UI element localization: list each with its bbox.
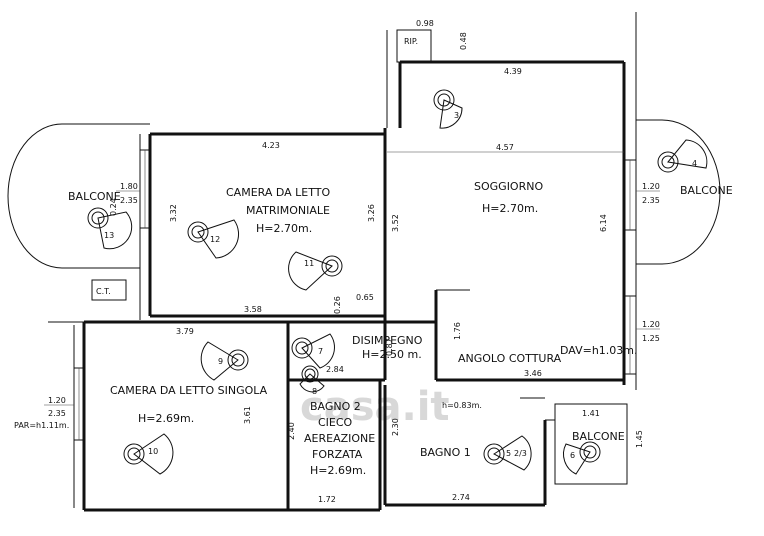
dim-sing-win-1: 1.20 [48,396,66,405]
room-labels: RIP. SOGGIORNO H=2.70m. CAMERA DA LETTO … [14,37,733,477]
dim-b1-bottom: 2.74 [452,493,470,502]
marker-6-label: 6 [570,451,575,460]
label-balcone-left: BALCONE [68,190,121,203]
dim-matr-win-1: 1.80 [120,182,138,191]
windows [73,149,637,441]
label-camera-singola-h: H=2.69m. [138,412,194,425]
label-disimpegno-h: H=2.50 m. [362,348,422,361]
dim-sing-win-2: 2.35 [48,409,66,418]
marker-11-label: 11 [304,259,314,268]
dim-cook-win-2: 1.25 [642,334,660,343]
viewpoint-marker-4[interactable]: 4 [657,139,708,173]
dim-sogg-win-2: 2.35 [642,196,660,205]
viewpoint-marker-5[interactable]: 5 2/3 [483,435,532,471]
watermark: casa.it [300,384,450,430]
viewpoint-marker-9[interactable]: 9 [200,341,249,381]
label-balcone-right: BALCONE [680,184,733,197]
dim-sing-side: 3.61 [243,406,252,424]
dim-small-1: 0.24 [109,198,118,216]
viewpoint-marker-10[interactable]: 10 [123,433,174,475]
dim-dis-b: 0.65 [356,293,374,302]
label-disimpegno: DISIMPEGNO [352,334,423,347]
dim-b1-side: 2.30 [391,418,400,436]
dim-matr-side-r: 3.26 [367,204,376,222]
dim-sogg-mid: 4.57 [496,143,514,152]
marker-13-label: 13 [104,231,114,240]
dim-sing-top: 3.79 [176,327,194,336]
dim-cook-win-1: 1.20 [642,320,660,329]
dim-rip-h: 0.48 [459,32,468,50]
marker-4-label: 4 [692,159,697,168]
marker-5-label: 5 [506,449,511,458]
marker-7-label: 7 [318,347,323,356]
label-angolo-cottura: ANGOLO COTTURA [458,352,562,365]
dim-b2-side: 2.40 [287,422,296,440]
label-bagno2-2: CIECO [318,416,353,429]
dim-dis-a: 0.26 [333,296,342,314]
dim-matr-bottom: 3.58 [244,305,262,314]
dim-matr-win-2: 2.35 [120,196,138,205]
label-balcone-bottom: BALCONE [572,430,625,443]
marker-12-label: 12 [210,235,220,244]
marker-8-label: 8 [312,387,317,396]
marker-9-label: 9 [218,357,223,366]
label-bagno2-1: BAGNO 2 [310,400,361,413]
dim-rip-w: 0.98 [416,19,434,28]
dim-sogg-side: 6.14 [599,214,608,232]
viewpoint-marker-12[interactable]: 12 [187,219,240,259]
dim-balc-top: 1.41 [582,409,600,418]
label-soggiorno: SOGGIORNO [474,180,543,193]
viewpoint-marker-6[interactable]: 6 [563,441,601,475]
label-bagno2-4: FORZATA [312,448,363,461]
label-camera-matr-2: MATRIMONIALE [246,204,330,217]
viewpoint-marker-8[interactable]: 8 [299,365,325,396]
marker-10-label: 10 [148,447,158,456]
dim-cook-side: 1.76 [453,322,462,340]
label-rip: RIP. [404,37,418,46]
dimensions: 0.98 0.48 4.39 4.57 6.14 3.52 4.23 3.58 … [44,19,660,504]
marker-3-label: 3 [454,111,459,120]
dim-dis-c: 2.84 [326,365,344,374]
label-camera-singola: CAMERA DA LETTO SINGOLA [110,384,268,397]
label-bagno2-3: AEREAZIONE [304,432,375,445]
viewpoint-marker-13[interactable]: 13 [87,207,133,250]
dim-sogg-win-1: 1.20 [642,182,660,191]
dim-dis-d: 0.87 [385,338,394,356]
label-camera-matr-h: H=2.70m. [256,222,312,235]
marker-5b-label: 2/3 [514,449,527,458]
label-ct: C.T. [96,287,111,296]
dim-sogg-top: 4.39 [504,67,522,76]
dim-sogg-left: 3.52 [391,214,400,232]
dim-b2-bottom: 1.72 [318,495,336,504]
viewpoint-markers[interactable]: 3 4 12 11 13 9 7 [87,89,708,475]
label-bagno1: BAGNO 1 [420,446,471,459]
dim-cook-bottom: 3.46 [524,369,542,378]
label-bagno2-h: H=2.69m. [310,464,366,477]
label-soggiorno-h: H=2.70m. [482,202,538,215]
balconies [7,119,721,269]
label-dav: DAV=h1.03m. [560,344,638,357]
viewpoint-marker-11[interactable]: 11 [288,251,343,291]
dim-balc-side: 1.45 [635,430,644,448]
label-par: PAR=h1.11m. [14,421,69,430]
viewpoint-marker-7[interactable]: 7 [291,333,335,369]
label-camera-matr-1: CAMERA DA LETTO [226,186,330,199]
viewpoint-marker-3[interactable]: 3 [433,89,463,129]
label-bagno1-h: h=0.83m. [442,401,482,410]
walls [48,12,637,512]
dim-matr-side-l: 3.32 [169,204,178,222]
dim-matr-top: 4.23 [262,141,280,150]
